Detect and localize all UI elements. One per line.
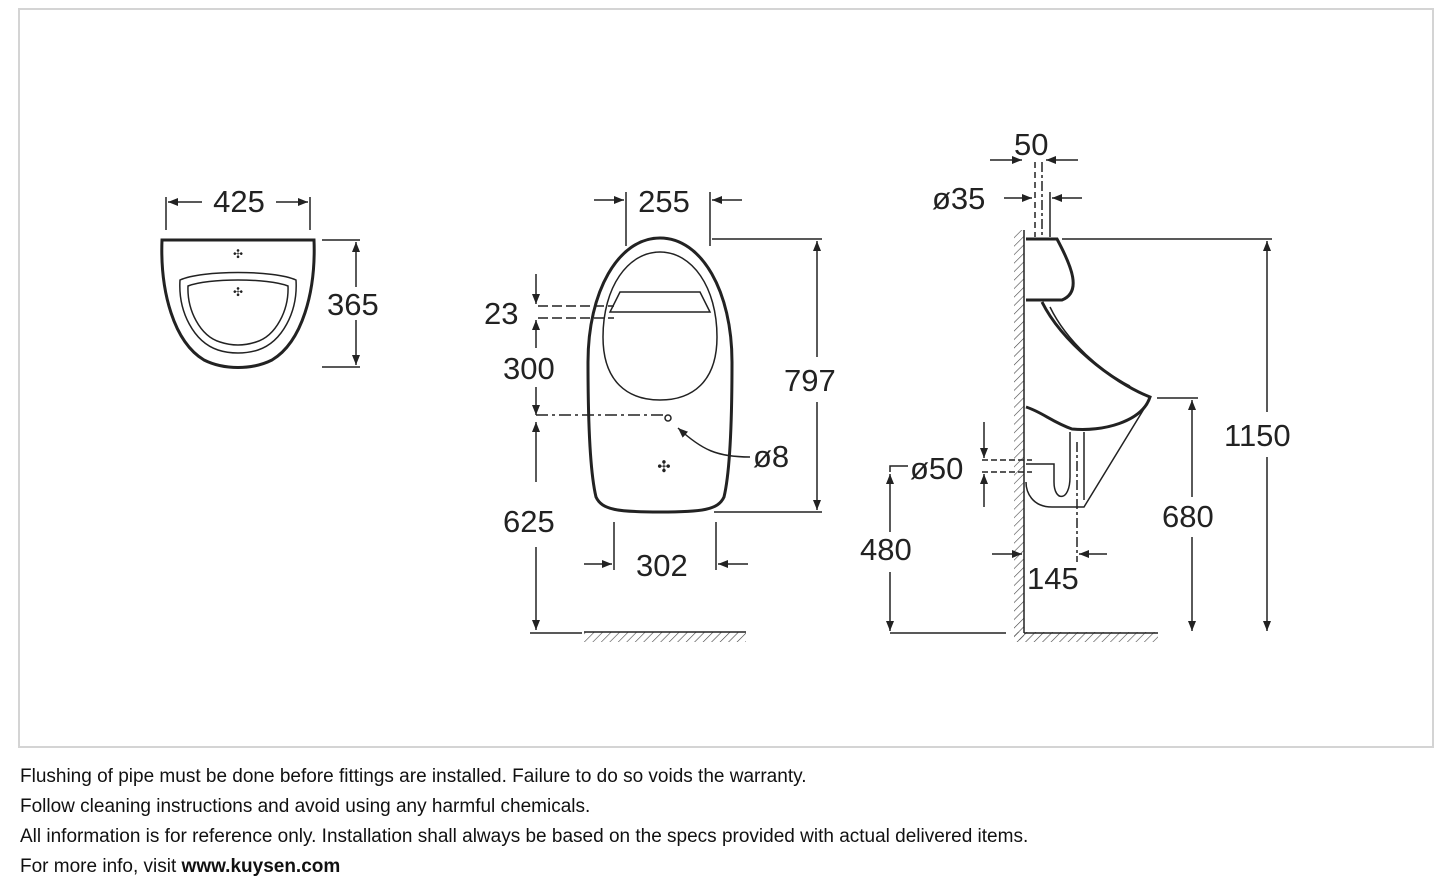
dim-rim-680: 680 (1162, 499, 1214, 534)
svg-text:✣: ✣ (657, 459, 670, 476)
dim-supply-o35: ø35 (932, 181, 985, 216)
dim-hole-o8: ø8 (753, 439, 789, 474)
dim-height-797: 797 (784, 363, 836, 398)
note-reference: All information is for reference only. I… (20, 826, 1029, 847)
note-flushing: Flushing of pipe must be done before fit… (20, 766, 807, 787)
dim-bottom-302: 302 (636, 548, 688, 583)
note-more-info: For more info, visit www.kuysen.com (20, 852, 1028, 882)
dim-fixing-625: 625 (503, 504, 555, 539)
note-cleaning: Follow cleaning instructions and avoid u… (20, 796, 591, 817)
dim-offset-23: 23 (484, 296, 518, 331)
dim-spacing-300: 300 (503, 351, 555, 386)
svg-text:✣: ✣ (233, 285, 243, 299)
dim-total-1150: 1150 (1224, 418, 1291, 453)
dim-waste-o50: ø50 (910, 451, 963, 486)
front-view: ✣ (530, 192, 822, 642)
top-view: ✣ ✣ (160, 197, 360, 369)
dim-inner-width-255: 255 (638, 184, 690, 219)
dim-width-425: 425 (213, 184, 265, 219)
dim-depth-365: 365 (327, 287, 379, 322)
notes: Flushing of pipe must be done before fit… (20, 762, 1028, 882)
dim-projection-145: 145 (1027, 561, 1079, 596)
technical-drawing: ✣ ✣ ✣ (160, 127, 1291, 642)
svg-text:✣: ✣ (233, 247, 243, 261)
dim-offset-50: 50 (1014, 127, 1048, 162)
website-link[interactable]: www.kuysen.com (181, 856, 341, 877)
drawing-frame: ✣ ✣ ✣ (18, 8, 1434, 748)
more-info-prefix: For more info, visit (20, 856, 182, 877)
side-view (886, 156, 1272, 642)
dim-waste-height-480: 480 (860, 532, 912, 567)
